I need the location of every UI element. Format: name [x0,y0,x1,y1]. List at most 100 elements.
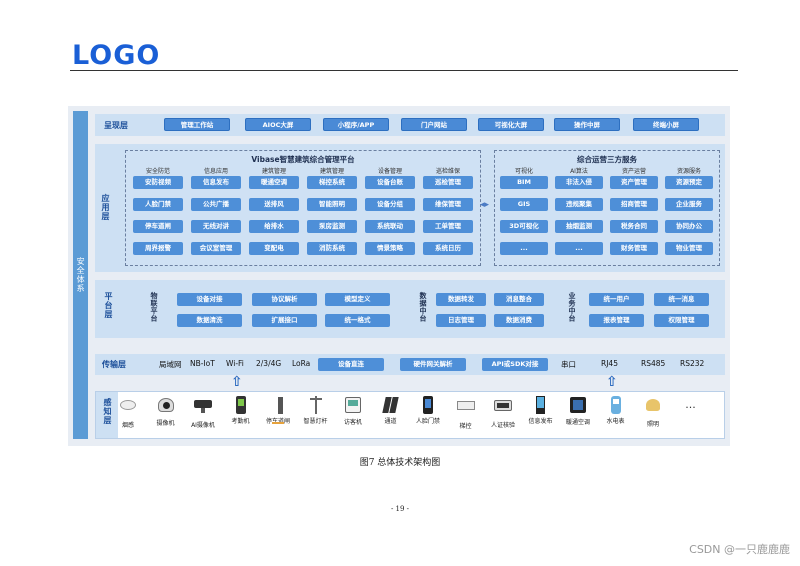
up-arrow-icon: ⇧ [231,374,243,390]
device-10: 人证核验 [483,396,523,429]
data-middle-item: 日志管理 [436,314,486,327]
device-9: 梯控 [446,396,486,430]
module-item: 送排风 [249,198,299,211]
lighting-icon [644,399,662,417]
transport-text: RJ45 [601,359,618,368]
device-4: 停车道闸 [258,396,298,425]
transport-text: 局域网 [159,360,182,369]
presentation-item: 门户网站 [401,118,467,131]
module-item: 暖通空调 [249,176,299,189]
device-label: 照明 [646,421,659,428]
attendance-machine-icon [232,396,250,414]
data-middle-item: 数据消费 [494,314,544,327]
device-14: 照明 [633,396,673,428]
elevator-control-icon [456,401,475,419]
column-heading: 建筑管理 [319,168,344,175]
iot-item: 统一格式 [325,314,390,327]
module-item: 物业管理 [665,242,713,255]
data-middle-title: 数据中台 [419,292,427,322]
module-item: 人脸门禁 [133,198,183,211]
transport-text: LoRa [292,359,311,368]
device-12: 暖通空调 [558,396,598,426]
services-title: 综合运营三方服务 [577,155,637,164]
data-middle-item: 消息整合 [494,293,544,306]
module-item: 系统日历 [423,242,473,255]
more-devices: ... [671,396,711,416]
column-heading: 建筑管理 [261,168,286,175]
presentation-item: 小程序/APP [323,118,389,131]
presentation-layer: 呈现层 管理工作站 AIOC大屏 小程序/APP 门户网站 可视化大屏 操作中屏… [95,114,725,136]
module-item: 泵房监测 [307,220,357,233]
module-item: 设备分组 [365,198,415,211]
link-arrow-icon: ◂▸ [480,200,490,210]
watermark: CSDN @一只鹿鹿鹿 [689,543,790,556]
presentation-layer-label: 呈现层 [104,121,128,130]
device-label: 考勤机 [231,418,250,425]
device-label: 水电表 [606,418,625,425]
presentation-item: 管理工作站 [164,118,230,131]
device-label: 梯控 [459,423,472,430]
device-label: 摄像机 [156,420,175,427]
vibase-platform-box: Vibase智慧建筑综合管理平台 安全防范安防视频人脸门禁停车道闸周界报警信息应… [125,150,481,266]
device-label: 停车道闸 [258,416,298,425]
column-heading: 设备管理 [377,168,402,175]
presentation-item: 操作中屏 [554,118,620,131]
meter-icon [607,396,625,414]
device-5: 智慧灯杆 [296,396,336,425]
module-item: 非法入侵 [555,176,603,189]
smoke-detector-icon [119,400,137,418]
transport-pill: 设备直连 [318,358,384,371]
device-label: 人证核验 [490,422,515,429]
transport-text: RS485 [641,359,666,368]
column-heading: 安全防范 [145,168,170,175]
module-item: 变配电 [249,242,299,255]
transport-layer: 传输层 局域网 NB-IoT Wi-Fi 2/3/4G LoRa 设备直连 硬件… [95,354,725,375]
info-kiosk-icon [532,396,550,414]
module-item: 周界报警 [133,242,183,255]
device-7: 通道 [371,396,411,425]
module-item: 系统联动 [365,220,415,233]
module-item: GIS [500,198,548,211]
device-label: 信息发布 [528,418,553,425]
device-8: 人脸门禁 [408,396,448,425]
device-0: 烟感 [108,396,148,429]
device-label: 通道 [384,418,397,425]
platform-title: Vibase智慧建筑综合管理平台 [251,155,355,164]
iot-platform-title: 物联平台 [150,292,158,322]
page-number: - 19 - [390,505,410,513]
module-item: 3D可视化 [500,220,548,233]
platform-layer: 平台层 物联平台 设备对接 协议解析 模型定义 数据清洗 扩展接口 统一格式 数… [95,280,725,338]
module-item: ... [500,242,548,255]
id-verify-icon [494,400,512,418]
column-heading: 可视化 [514,168,533,175]
module-item: 巡检管理 [423,176,473,189]
business-middle-item: 报表管理 [589,314,644,327]
module-item: 智能照明 [307,198,357,211]
module-item: 工单管理 [423,220,473,233]
transport-text: 串口 [561,360,576,369]
column-heading: 信息应用 [203,168,228,175]
module-item: 无线对讲 [191,220,241,233]
turnstile-icon [382,396,400,414]
platform-layer-label: 平台层 [104,292,113,319]
module-item: 协同办公 [665,220,713,233]
device-2: AI摄像机 [183,396,223,429]
module-item: BIM [500,176,548,189]
device-label: 烟感 [121,422,134,429]
device-1: 摄像机 [146,396,186,427]
business-middle-item: 权限管理 [654,314,709,327]
transport-text: Wi-Fi [226,359,244,368]
iot-item: 协议解析 [252,293,317,306]
transport-text: RS232 [680,359,705,368]
module-item: 抽烟监测 [555,220,603,233]
face-access-icon [419,396,437,414]
presentation-item: 终端小屏 [633,118,699,131]
module-item: 消防系统 [307,242,357,255]
logo: LOGO [72,40,161,71]
perception-label-bg [96,392,118,438]
module-item: 设备台账 [365,176,415,189]
perception-layer-label: 感知层 [103,398,112,425]
module-item: 停车道闸 [133,220,183,233]
module-item: 资源预定 [665,176,713,189]
